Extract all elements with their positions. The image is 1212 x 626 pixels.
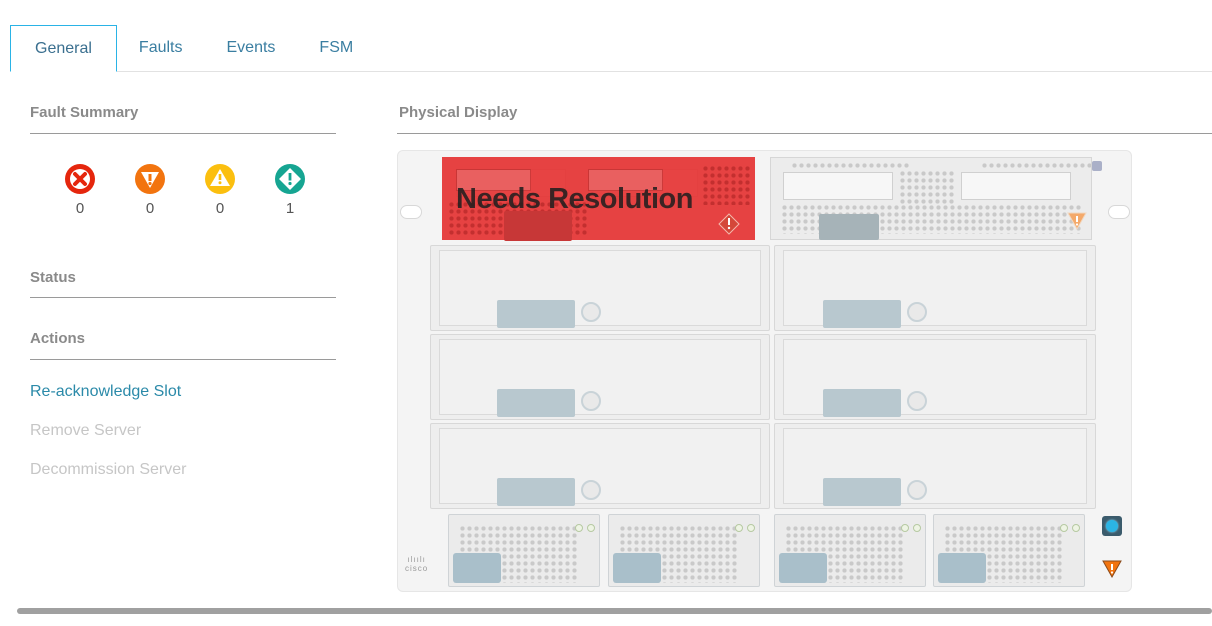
tab-events[interactable]: Events [226,39,276,56]
locator-led-button[interactable] [1102,516,1122,536]
blade-handle [504,211,572,241]
psu-led [575,524,583,532]
fault-summary-counts: 0 0 0 [45,163,330,217]
decommission-server-link: Decommission Server [30,461,187,478]
blade-handle [819,214,879,240]
slot-knob [581,302,601,322]
psu-led [735,524,743,532]
actions-title: Actions [30,330,86,347]
major-fault-indicator-icon [1067,212,1087,230]
physical-display-divider [397,133,1212,134]
psu-handle [453,553,501,583]
power-supply-3[interactable] [774,514,926,587]
slot-handle [497,389,575,417]
cisco-logo: ılıılı cisco [405,555,428,573]
slot-knob [581,391,601,411]
slot-handle [823,389,901,417]
blade-status-led [1092,161,1102,171]
actions-divider [30,359,336,360]
major-triangle-down-icon [135,164,165,194]
empty-slot-8[interactable] [774,423,1096,509]
psu-handle [613,553,661,583]
blade-slot-2[interactable] [770,157,1092,240]
reacknowledge-slot-link[interactable]: Re-acknowledge Slot [30,383,182,400]
critical-x-icon [65,164,95,194]
tab-general[interactable]: General [10,25,117,72]
drive-bay [588,169,663,191]
psu-led [747,524,755,532]
minor-warning-triangle-icon [205,164,235,194]
minor-count: 0 [215,200,225,217]
empty-slot-5[interactable] [430,334,770,420]
slot-knob [907,391,927,411]
fault-critical[interactable]: 0 [45,163,115,217]
slot-handle [497,300,575,328]
chassis-ear-left [400,205,422,219]
empty-slot-7[interactable] [430,423,770,509]
cisco-logo-text: cisco [405,564,429,573]
tab-faults[interactable]: Faults [138,39,183,56]
fault-major[interactable]: 0 [115,163,185,217]
warning-count: 1 [285,200,295,217]
physical-display-title: Physical Display [399,104,518,121]
blade-vent [791,162,911,170]
slot-knob [907,302,927,322]
slot-knob [581,480,601,500]
fault-minor[interactable]: 0 [185,163,255,217]
slot-knob [907,480,927,500]
psu-led [1072,524,1080,532]
warning-diamond-indicator-icon [718,213,740,235]
needs-resolution-label: Needs Resolution [456,183,693,215]
drive-bay [456,169,531,191]
drive-bay [783,172,893,200]
power-supply-2[interactable] [608,514,760,587]
chassis-ear-right [1108,205,1130,219]
tab-fsm[interactable]: FSM [319,39,354,56]
empty-slot-6[interactable] [774,334,1096,420]
empty-slot-3[interactable] [430,245,770,331]
critical-count: 0 [75,200,85,217]
cisco-bars-icon: ılıılı [407,555,426,564]
power-supply-4[interactable] [933,514,1085,587]
remove-server-link: Remove Server [30,422,142,439]
blade-vent [899,170,955,206]
psu-led [1060,524,1068,532]
slot-handle [497,478,575,506]
drive-bay [961,172,1071,200]
needs-resolution-highlight[interactable] [442,157,755,241]
psu-led [587,524,595,532]
slot-handle [823,478,901,506]
fault-summary-title: Fault Summary [30,104,139,121]
major-count: 0 [145,200,155,217]
slot-handle [823,300,901,328]
blade-vent [702,165,752,205]
horizontal-scrollbar[interactable] [17,608,1212,614]
power-supply-1[interactable] [448,514,600,587]
status-title: Status [30,269,76,286]
status-divider [30,297,336,298]
fault-summary-divider [30,133,336,134]
tab-bar: General Faults Events FSM [10,25,1212,72]
psu-handle [779,553,827,583]
empty-slot-4[interactable] [774,245,1096,331]
psu-handle [938,553,986,583]
chassis-major-fault-icon[interactable] [1102,560,1122,578]
fault-warning[interactable]: 1 [255,163,325,217]
warning-diamond-icon [275,164,305,194]
chassis-display: Needs Resolution [397,150,1132,592]
psu-led [913,524,921,532]
psu-led [901,524,909,532]
blade-vent [981,162,1091,170]
